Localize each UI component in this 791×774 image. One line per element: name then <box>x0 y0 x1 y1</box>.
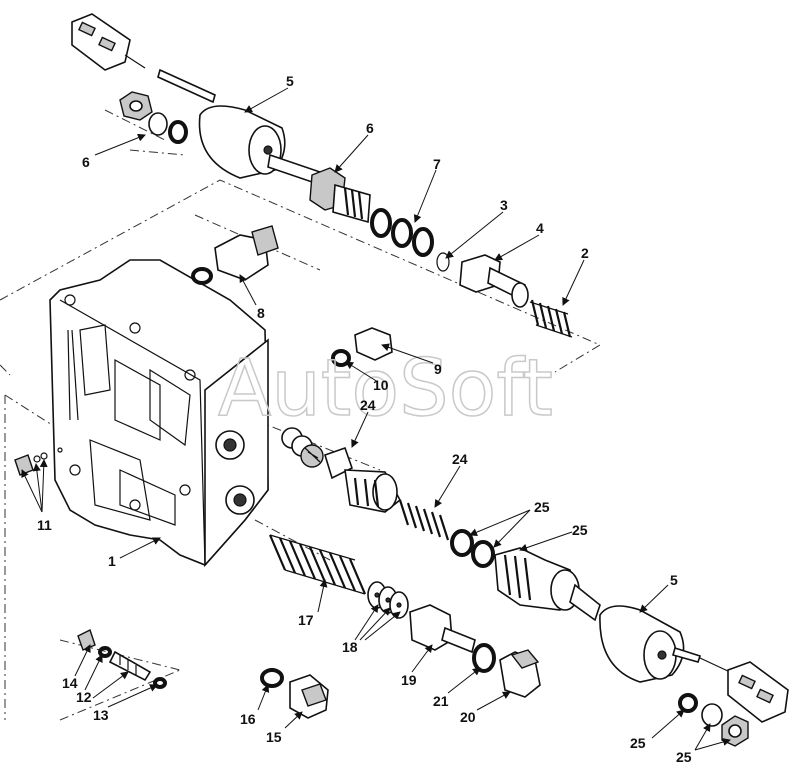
top-solenoid-connector <box>71 13 216 104</box>
callout-13: 13 <box>93 707 109 723</box>
callout-19: 19 <box>401 672 417 688</box>
top-nut-assembly <box>119 91 188 144</box>
callout-6-stem: 6 <box>366 120 374 136</box>
plunger <box>459 254 529 308</box>
callout-14: 14 <box>62 675 78 691</box>
orifice-plates <box>367 581 409 619</box>
watermark-text: AutoSoft <box>218 344 553 434</box>
callout-24-middle: 25 <box>572 522 588 538</box>
top-solenoid <box>198 105 321 186</box>
lower-solenoid-connector <box>727 661 789 723</box>
plug-oring <box>472 643 496 673</box>
small-plug-set <box>77 629 167 689</box>
lower-solenoid <box>599 605 731 683</box>
top-spring <box>529 299 573 338</box>
middle-spring <box>398 499 450 541</box>
callout-9: 9 <box>434 361 442 377</box>
callout-25-middle: 25 <box>534 499 550 515</box>
callout-25-lower: 25 <box>630 735 646 751</box>
callout-12: 12 <box>76 689 92 705</box>
middle-oring-b <box>471 540 495 568</box>
callout-labels: 5 6 6 7 3 4 2 8 9 10 24 24 25 25 5 11 1 … <box>37 73 692 765</box>
plug-with-washer <box>331 327 393 367</box>
valve-piston <box>409 604 476 654</box>
callout-8: 8 <box>257 305 265 321</box>
snap-ring <box>436 252 450 272</box>
callout-23: 24 <box>452 451 468 467</box>
callout-3: 3 <box>500 197 508 213</box>
callout-11: 11 <box>37 517 52 533</box>
callout-6-left: 6 <box>82 154 90 170</box>
callout-21: 21 <box>433 693 449 709</box>
callout-20: 20 <box>460 709 476 725</box>
callout-24-lower: 25 <box>676 749 692 765</box>
valve-body <box>49 259 269 568</box>
callout-18: 18 <box>342 639 358 655</box>
drain-plug <box>499 649 541 698</box>
callout-16: 16 <box>240 711 256 727</box>
leader-lines <box>21 87 731 751</box>
top-valve-stem <box>309 167 434 257</box>
callout-15: 15 <box>266 729 282 745</box>
callout-17: 17 <box>298 612 314 628</box>
callout-10: 10 <box>373 377 389 393</box>
lower-oring <box>678 693 698 713</box>
lower-valve-stem <box>494 547 601 622</box>
callout-1: 1 <box>108 553 116 569</box>
middle-oring-a <box>450 529 474 557</box>
bottom-plug <box>260 668 329 719</box>
filter-screen-assembly <box>281 427 402 513</box>
callout-5-lower: 5 <box>670 572 678 588</box>
pressure-switch <box>191 225 279 285</box>
callout-5-top: 5 <box>286 73 294 89</box>
lower-washer <box>701 703 723 727</box>
callout-4: 4 <box>536 220 544 236</box>
callout-22: 24 <box>360 397 376 413</box>
callout-2: 2 <box>581 245 589 261</box>
callout-7: 7 <box>433 156 441 172</box>
large-spring <box>268 534 367 595</box>
